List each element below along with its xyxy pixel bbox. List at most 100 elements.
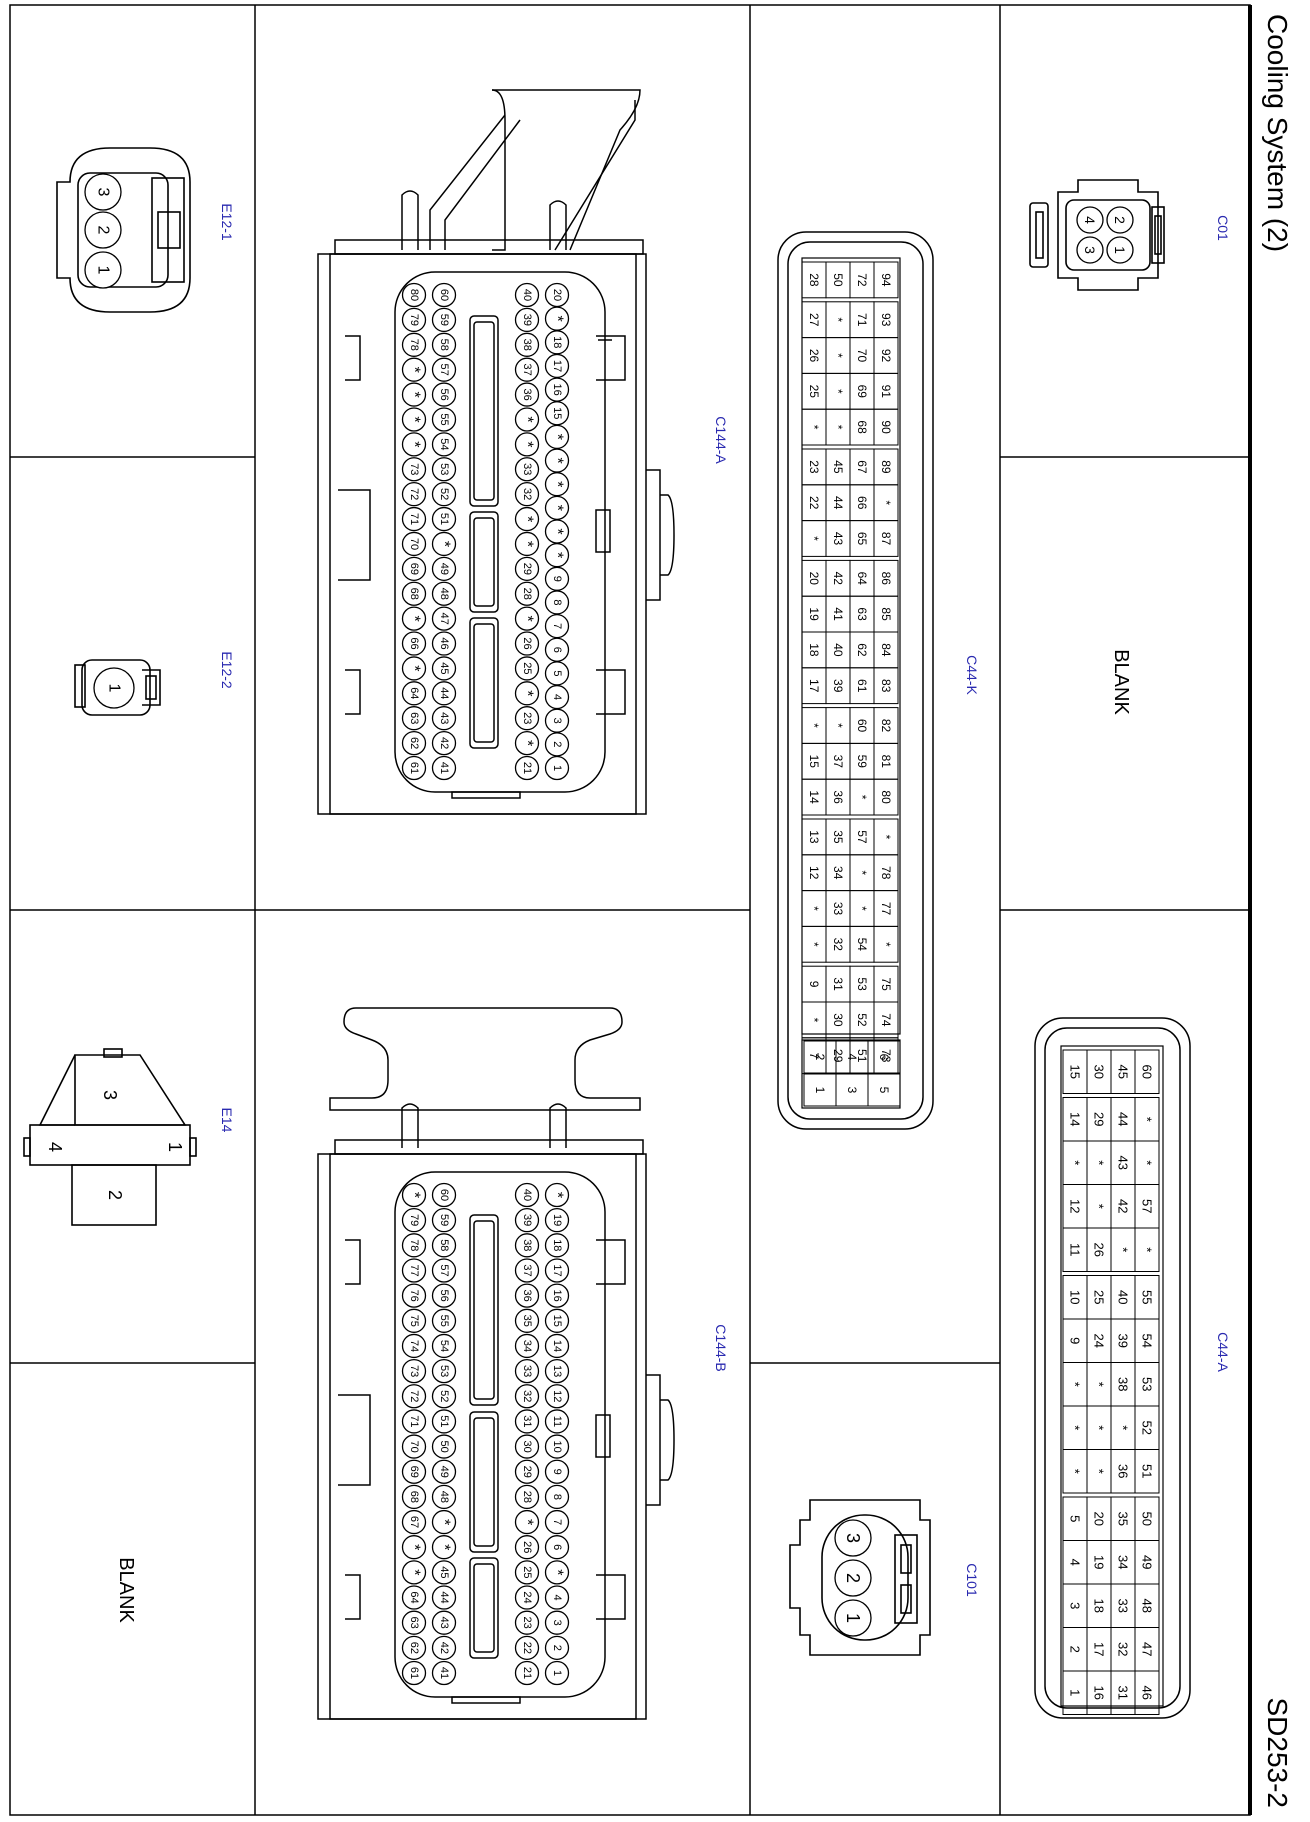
c144b-pin-label: 19 (551, 1214, 563, 1226)
c44k-pin: 54 (855, 938, 869, 952)
c144b-pin-star: * (544, 1560, 570, 1585)
c44a-pin: 35 (1116, 1512, 1131, 1526)
c44k-pin: 87 (879, 532, 893, 546)
c44k-pin: * (855, 870, 869, 875)
c144b-pin-label: 3 (551, 1620, 563, 1626)
c144a-pin: 5 (544, 661, 570, 686)
c44a-pin: 57 (1140, 1199, 1155, 1213)
c44a-pin: * (1092, 1160, 1107, 1165)
c144a-pin-label: 61 (408, 762, 420, 774)
c44k-pin: * (879, 500, 893, 505)
c144a-pin-label: 8 (551, 599, 563, 605)
c144b-pin: 24 (514, 1585, 540, 1610)
c44a-pin: 44 (1116, 1112, 1131, 1126)
c144b-pin: 17 (544, 1258, 570, 1283)
c44k-pin: * (855, 906, 869, 911)
c144a-pin: 7 (544, 613, 570, 639)
c44k-pin: 82 (879, 719, 893, 733)
c144b-pin: 58 (431, 1233, 457, 1258)
c144a-pin-label: 2 (551, 741, 563, 747)
c144b-pin-label: 18 (551, 1239, 563, 1251)
c144a-pin: 37 (514, 357, 540, 382)
c144b-pin-label: 23 (521, 1617, 533, 1629)
c44a-pin: 16 (1092, 1686, 1107, 1700)
c44k-pin: 7 (807, 1052, 821, 1059)
c144a-pin-label: 64 (408, 687, 420, 699)
c144a-pin-label: 9 (551, 576, 563, 582)
c44a-pin: 60 (1140, 1065, 1155, 1079)
c44k-pin: * (807, 906, 821, 911)
c144a-pin-label: 38 (521, 339, 533, 351)
c144b-pin: 78 (401, 1233, 427, 1258)
c44k-pin: 72 (855, 273, 869, 287)
c144a-pin-star-label: * (406, 441, 423, 447)
c144b-pin: 79 (401, 1208, 427, 1233)
c144a-pin-label: 15 (551, 407, 563, 419)
c144a-pin-star: * (514, 432, 540, 457)
c144a-pin: 8 (544, 590, 570, 615)
c44k-pin: * (807, 536, 821, 541)
c144b-pin: 71 (401, 1409, 427, 1434)
c44a-pin: 39 (1116, 1334, 1131, 1348)
c44a-pin: 4 (1068, 1559, 1083, 1566)
c44k-pin: 63 (855, 607, 869, 621)
c144b-pin-label: 11 (551, 1416, 563, 1427)
c144a-pin: 58 (431, 332, 457, 357)
page-title: Cooling System (2) (1262, 14, 1293, 252)
blank-label-left: BLANK (115, 1557, 137, 1623)
c144b-pin-label: 48 (438, 1491, 450, 1503)
c144a-pin-label: 71 (408, 513, 420, 525)
c01-pin: 1 (1106, 236, 1134, 264)
c144a-pin-star-label: * (549, 505, 566, 511)
c144a-pin: 69 (401, 556, 427, 581)
c144b-pin-label: 45 (438, 1566, 450, 1578)
c144a-pin-label: 39 (521, 314, 533, 326)
c144a-pin: 51 (431, 506, 457, 532)
c01-pin-label: 2 (1112, 216, 1128, 224)
c144a-pin: 15 (544, 401, 570, 426)
c44k-pin: 80 (879, 790, 893, 804)
c144a-pin: 23 (514, 706, 540, 731)
c144a-pin-star-label: * (549, 481, 566, 487)
c144a-pin-label: 72 (408, 488, 420, 500)
c144a-pin: 4 (544, 684, 570, 710)
c44k-pin: 77 (879, 902, 893, 916)
c144a-pin-label: 62 (408, 737, 420, 749)
c144b-pin: 48 (431, 1484, 457, 1510)
c144a-pin-star-label: * (519, 516, 536, 522)
c44k-pin: 31 (831, 977, 845, 991)
c144a-pin-star: * (544, 519, 570, 544)
c44k-pin: 13 (807, 830, 821, 844)
c144a-pin-label: 57 (438, 364, 450, 376)
c144b-pin-label: 70 (408, 1440, 420, 1452)
c44k-pin: * (831, 723, 845, 728)
c144b-pin-star: * (401, 1535, 427, 1560)
c144b-pin-label: 37 (521, 1264, 533, 1276)
c144b-pin: 59 (431, 1208, 457, 1233)
c144a-pin-label: 3 (551, 718, 563, 724)
c44k-pin: 59 (855, 755, 869, 769)
c44k-pin: * (879, 942, 893, 947)
c144a-pin: 72 (401, 482, 427, 507)
c44a-pin: 3 (1068, 1602, 1083, 1609)
c144b-pin: 16 (544, 1283, 570, 1308)
c44a-pin: * (1068, 1160, 1083, 1165)
c44k-pin: 62 (855, 643, 869, 657)
c144a-pin: 44 (431, 681, 457, 706)
c44a-pin: 40 (1116, 1290, 1131, 1304)
c144b-pin: 73 (401, 1358, 427, 1384)
c144a-pin-label: 26 (521, 637, 533, 649)
c144b-pin: 68 (401, 1484, 427, 1510)
c144a-pin-star: * (401, 656, 427, 681)
c144a-pin-star-label: * (406, 367, 423, 373)
c44a-pin: 36 (1116, 1464, 1131, 1478)
c44k-pin: 22 (807, 496, 821, 510)
c44a-pin: 32 (1116, 1642, 1131, 1656)
c44k-pin: 93 (879, 313, 893, 327)
c144a-pin-star-label: * (549, 434, 566, 440)
c144b-pin-label: 38 (521, 1239, 533, 1251)
c144a-pin-label: 23 (521, 712, 533, 724)
c144b-pin: 37 (514, 1258, 540, 1283)
c144b-pin-label: 69 (408, 1466, 420, 1478)
c144a-pin-star: * (514, 606, 540, 631)
